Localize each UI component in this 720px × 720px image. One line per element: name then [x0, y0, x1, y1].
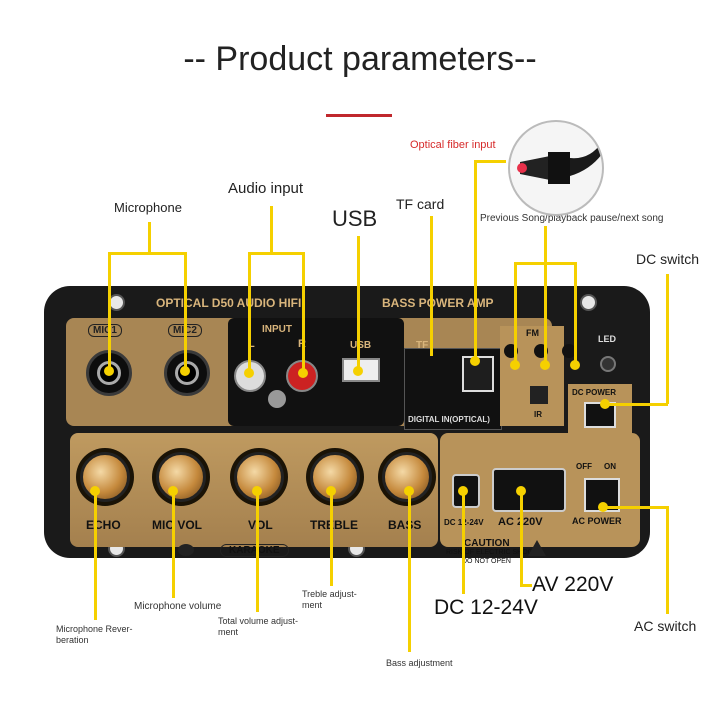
bass-label: BASS: [388, 518, 422, 532]
ir-sensor: [530, 386, 548, 404]
label-optical-fiber: Optical fiber input: [410, 139, 496, 151]
input-label: INPUT: [262, 324, 292, 335]
label-bass-adjustment: Bass adjustment: [386, 658, 453, 668]
label-audio-input: Audio input: [228, 180, 304, 197]
tf-slot-label: TF: [416, 340, 429, 351]
mic-vol-label: MIC VOL: [152, 518, 202, 532]
caution-text-1: RISK OF ELECTRIC SHOCK: [446, 549, 538, 556]
label-ac-switch: AC switch: [634, 618, 697, 634]
vol-knob[interactable]: [234, 452, 284, 502]
title-divider: [326, 114, 392, 117]
echo-label: ECHO: [86, 518, 121, 532]
digital-in-label: DIGITAL IN(OPTICAL): [408, 415, 490, 424]
ac-power-label: AC POWER: [572, 516, 622, 526]
screw-icon: [268, 390, 286, 408]
label-tf-card: TF card: [396, 196, 445, 212]
input-r-label: R: [298, 338, 306, 350]
caution-text-2: DO NOT OPEN: [462, 558, 511, 565]
label-usb: USB: [332, 206, 378, 231]
label-dc-1224: DC 12-24V: [434, 596, 538, 619]
panel-header-right: BASS POWER AMP: [382, 296, 494, 310]
led-label: LED: [598, 334, 616, 344]
dc-power-switch[interactable]: [584, 402, 616, 428]
label-mic-volume: Microphone volume: [134, 601, 222, 612]
ac-off-label: OFF: [576, 462, 592, 471]
mic-vol-knob[interactable]: [156, 452, 206, 502]
label-treble-1: Treble adjust-: [302, 589, 357, 599]
label-dc-switch: DC switch: [636, 251, 700, 267]
caution-label: CAUTION: [464, 538, 510, 549]
led-indicator: [600, 356, 616, 372]
label-microphone: Microphone: [114, 200, 182, 215]
vol-label: VOL: [248, 518, 273, 532]
microphone-icon: [178, 544, 194, 556]
label-total-volume-1: Total volume adjust-: [218, 616, 299, 626]
label-mic-reverb-2: beration: [56, 635, 89, 645]
next-button[interactable]: [562, 344, 576, 358]
optical-cable-image: [508, 120, 604, 216]
dc-power-label: DC POWER: [572, 388, 616, 397]
mic1-label: MIC1: [88, 324, 122, 337]
karaoke-label: KARAOKE: [220, 544, 289, 557]
input-l-label: L: [248, 338, 255, 350]
label-av-220: AV 220V: [532, 573, 614, 596]
label-prev-song: Previous Song/playback pause/next song: [480, 213, 664, 224]
fm-section: [500, 326, 564, 426]
page-title: -- Product parameters--: [183, 40, 537, 78]
mic2-jack[interactable]: [164, 350, 210, 396]
ir-label: IR: [534, 410, 542, 419]
label-treble-2: ment: [302, 600, 323, 610]
ac-on-label: ON: [604, 462, 616, 471]
label-total-volume-2: ment: [218, 627, 239, 637]
usb-port-label: USB: [350, 340, 372, 351]
warning-icon: [528, 540, 546, 556]
treble-label: TREBLE: [310, 518, 358, 532]
ac-socket[interactable]: [492, 468, 566, 512]
label-mic-reverb-1: Microphone Rever-: [56, 624, 133, 634]
treble-knob[interactable]: [310, 452, 360, 502]
fm-label: FM: [526, 328, 539, 338]
echo-knob[interactable]: [80, 452, 130, 502]
screw-hole: [580, 294, 597, 311]
panel-header-left: OPTICAL D50 AUDIO HIFI: [156, 296, 302, 310]
